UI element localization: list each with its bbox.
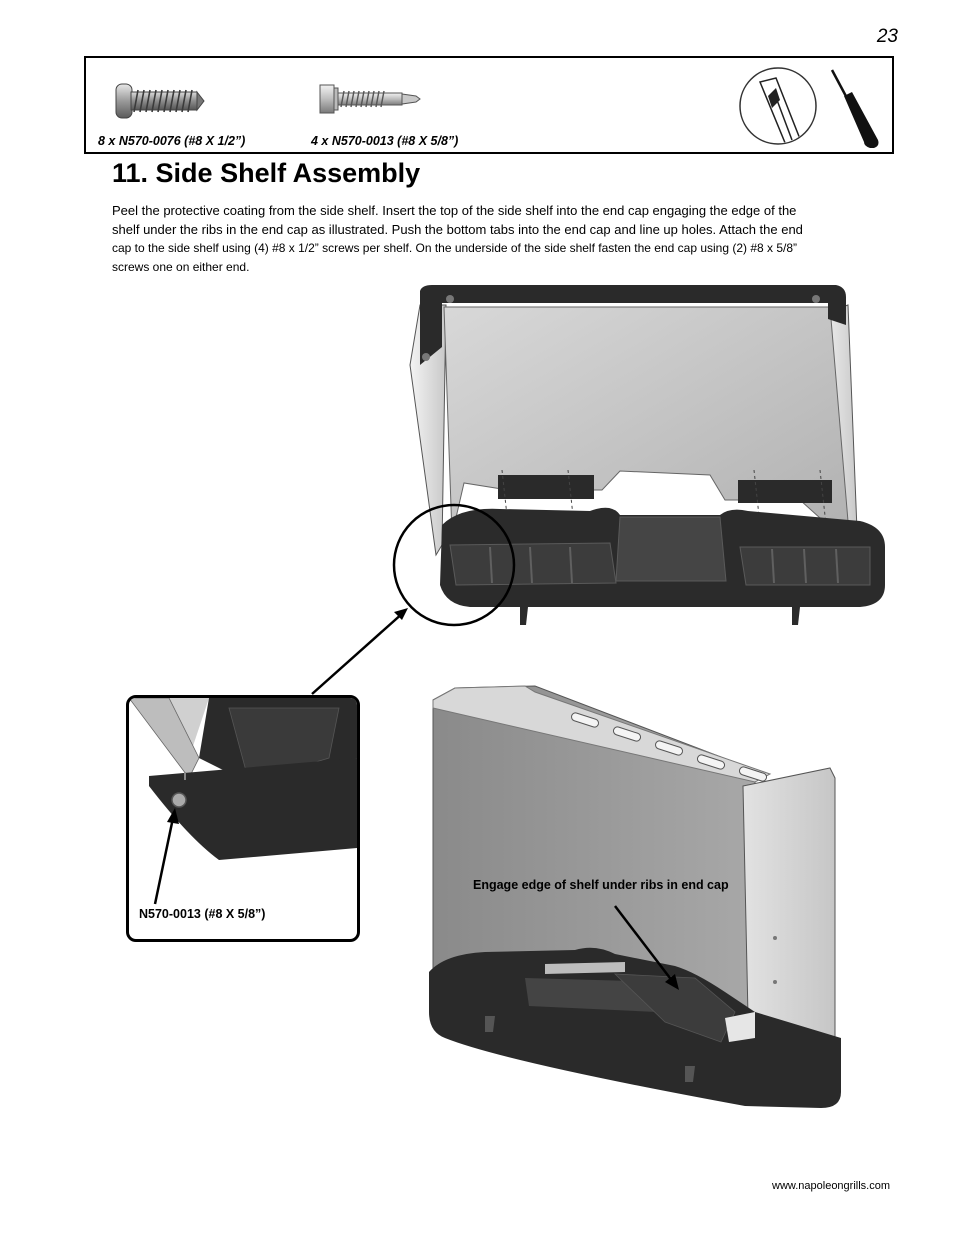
- end-cap-detail-illustration: [129, 698, 357, 905]
- section-title: 11. Side Shelf Assembly: [112, 158, 421, 188]
- detail-leader-arrow: [311, 608, 408, 695]
- detail-inset: N570-0013 (#8 X 5/8”): [126, 695, 360, 942]
- detail-callout: N570-0013 (#8 X 5/8”): [139, 907, 266, 921]
- instruction-line: Peel the protective coating from the sid…: [112, 203, 797, 218]
- instruction-line: shelf under the ribs in the end cap as i…: [112, 221, 803, 237]
- instructions: Peel the protective coating from the sid…: [112, 202, 902, 276]
- instruction-line: cap to the side shelf using (4) #8 x 1/2…: [112, 241, 798, 255]
- pan-head-screw-icon: [115, 83, 205, 119]
- engage-callout: Engage edge of shelf under ribs in end c…: [473, 878, 729, 892]
- page-number: 23: [876, 26, 898, 47]
- phillips-screwdriver-icon: [739, 67, 879, 148]
- footer-url: www.napoleongrills.com: [772, 1180, 890, 1192]
- hardware-label-2: 4 x N570-0013 (#8 X 5/8”): [311, 134, 459, 148]
- instruction-line: screws one on either end.: [112, 259, 250, 274]
- self-drilling-screw-icon: [319, 84, 421, 114]
- hardware-label-1: 8 x N570-0076 (#8 X 1/2”): [98, 134, 246, 148]
- assembled-shelf-illustration: [429, 685, 841, 1108]
- shelf-insertion-illustration: [392, 285, 885, 627]
- hardware-box: 8 x N570-0076 (#8 X 1/2”) 4 x N570-0013 …: [84, 56, 894, 154]
